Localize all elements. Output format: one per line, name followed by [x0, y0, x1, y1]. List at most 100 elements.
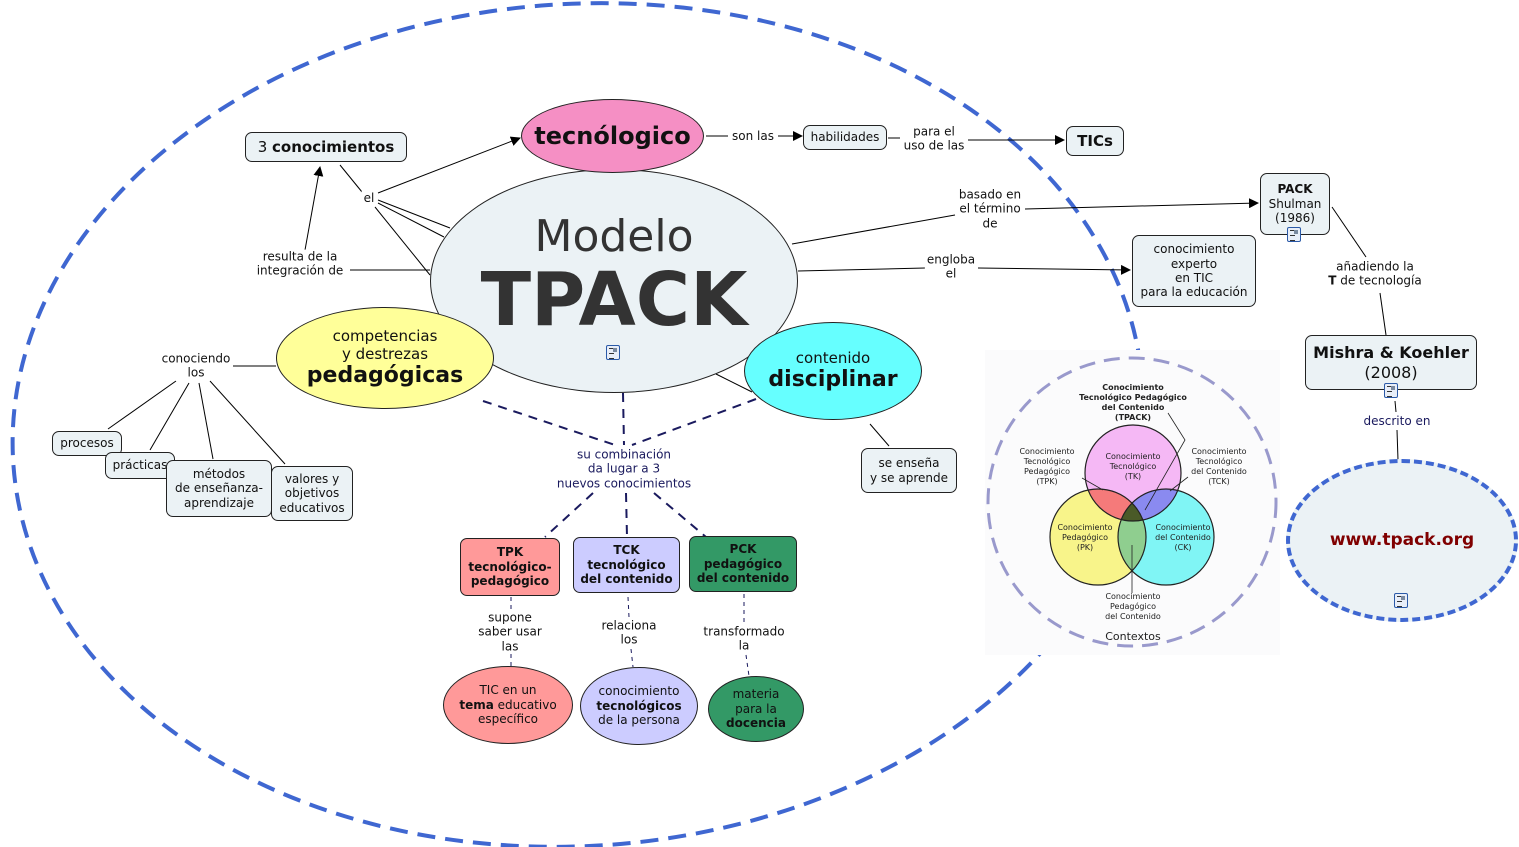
contexts-dashed-circle [986, 356, 1278, 648]
website-link[interactable]: www.tpack.org [1329, 530, 1475, 551]
disciplinar-line2: disciplinar [768, 366, 898, 392]
venn-tck-region [1118, 489, 1181, 521]
venn-label-contextos: Contextos [1105, 630, 1161, 644]
mishra-title: Mishra & Koehler [1313, 343, 1469, 363]
node-tics[interactable]: TICs [1066, 126, 1124, 156]
experto-line: conocimiento [1153, 242, 1235, 257]
valores-line: objetivos [284, 486, 340, 501]
node-procesos[interactable]: procesos [52, 431, 122, 456]
node-metodos[interactable]: métodos de enseñanza- aprendizaje [166, 460, 272, 517]
metodos-line: aprendizaje [184, 495, 254, 510]
valores-line: valores y [284, 471, 340, 486]
tpk-line2: pedagógico [470, 574, 550, 589]
tck-line1: tecnológico [587, 557, 666, 572]
document-resource-icon[interactable] [1287, 227, 1301, 242]
tecnologico-label: tecnólogico [534, 121, 691, 150]
materia-line2: para la [735, 701, 777, 716]
node-pack-shulman[interactable]: PACK Shulman (1986) [1260, 173, 1330, 235]
node-tic-tema[interactable]: TIC en un tema educativo específico [443, 666, 573, 744]
disciplinar-line1: contenido [795, 348, 871, 367]
node-tecnologico[interactable]: tecnólogico [521, 99, 704, 173]
experto-line: experto [1170, 256, 1218, 271]
pck-line1: pedagógico [703, 556, 783, 571]
node-habilidades[interactable]: habilidades [803, 125, 887, 150]
pedagogicas-line3: pedagógicas [306, 362, 464, 388]
practicas-label: prácticas [112, 458, 168, 473]
node-conocimiento-experto[interactable]: conocimiento experto en TIC para la educ… [1132, 235, 1256, 307]
document-resource-icon[interactable] [1394, 593, 1408, 608]
tck-code: TCK [613, 543, 640, 558]
tic-tema-line2: educativo [493, 697, 557, 712]
node-practicas[interactable]: prácticas [105, 452, 175, 479]
conocimientos-number: 3 [257, 138, 268, 156]
se-ensena-line2: y se aprende [870, 470, 948, 485]
link-label-el: el [361, 190, 377, 206]
pck-code: PCK [729, 542, 757, 557]
node-valores[interactable]: valores y objetivos educativos [271, 466, 353, 521]
node-tck[interactable]: TCK tecnológico del contenido [573, 537, 680, 593]
document-resource-icon[interactable] [606, 345, 620, 360]
tpk-line1: tecnológico- [468, 559, 552, 574]
venn-diagram [986, 356, 1278, 648]
conoc-tec-bold: tecnológicos [596, 698, 682, 713]
metodos-line: métodos [192, 466, 246, 481]
tic-tema-line1: TIC en un [479, 683, 537, 698]
node-pedagogicas[interactable]: competencias y destrezas pedagógicas [276, 307, 494, 409]
node-disciplinar[interactable]: contenido disciplinar [744, 322, 922, 420]
pack-author: Shulman [1268, 196, 1322, 211]
tck-line2: del contenido [580, 572, 673, 587]
link-label-son-las: son las [730, 128, 776, 144]
metodos-line: de enseñanza- [175, 481, 263, 496]
experto-line: para la educación [1140, 285, 1248, 300]
pck-line2: del contenido [696, 571, 790, 586]
venn-tpk-region [1085, 489, 1146, 521]
pack-title: PACK [1277, 182, 1313, 197]
experto-line: en TIC [1174, 271, 1214, 285]
materia-line1: materia [732, 687, 780, 702]
tic-tema-line3: específico [477, 712, 539, 727]
procesos-label: procesos [60, 436, 114, 451]
central-title-modelo: Modelo [534, 210, 694, 262]
materia-bold: docencia [726, 716, 786, 731]
document-resource-icon[interactable] [1384, 383, 1398, 398]
link-resulta-to-conocimientos [304, 166, 324, 251]
conocimientos-word: conocimientos [272, 138, 395, 156]
node-conocimiento-tecnologicos[interactable]: conocimiento tecnológicos de la persona [580, 667, 698, 745]
node-3-conocimientos[interactable]: 3 conocimientos [245, 132, 407, 162]
node-materia-docencia[interactable]: materia para la docencia [708, 676, 804, 742]
tics-label: TICs [1077, 132, 1113, 150]
node-se-ensena[interactable]: se enseña y se aprende [861, 448, 957, 493]
node-pck[interactable]: PCK pedagógico del contenido [689, 536, 797, 592]
valores-line: educativos [279, 500, 345, 515]
node-mishra-koehler[interactable]: Mishra & Koehler (2008) [1305, 335, 1477, 390]
habilidades-label: habilidades [810, 130, 880, 145]
conoc-tec-line3: de la persona [598, 713, 680, 728]
pack-year: (1986) [1275, 211, 1315, 226]
link-label-descrito: descrito en [1361, 413, 1433, 429]
tic-tema-bold: tema [459, 697, 494, 712]
tpk-code: TPK [496, 545, 524, 560]
mishra-year: (2008) [1364, 362, 1418, 382]
node-tpk[interactable]: TPK tecnológico- pedagógico [460, 538, 560, 596]
central-title-tpack: TPACK [480, 257, 748, 344]
pedagogicas-line1: competencias [332, 326, 438, 345]
conoc-tec-line1: conocimiento [598, 684, 680, 699]
